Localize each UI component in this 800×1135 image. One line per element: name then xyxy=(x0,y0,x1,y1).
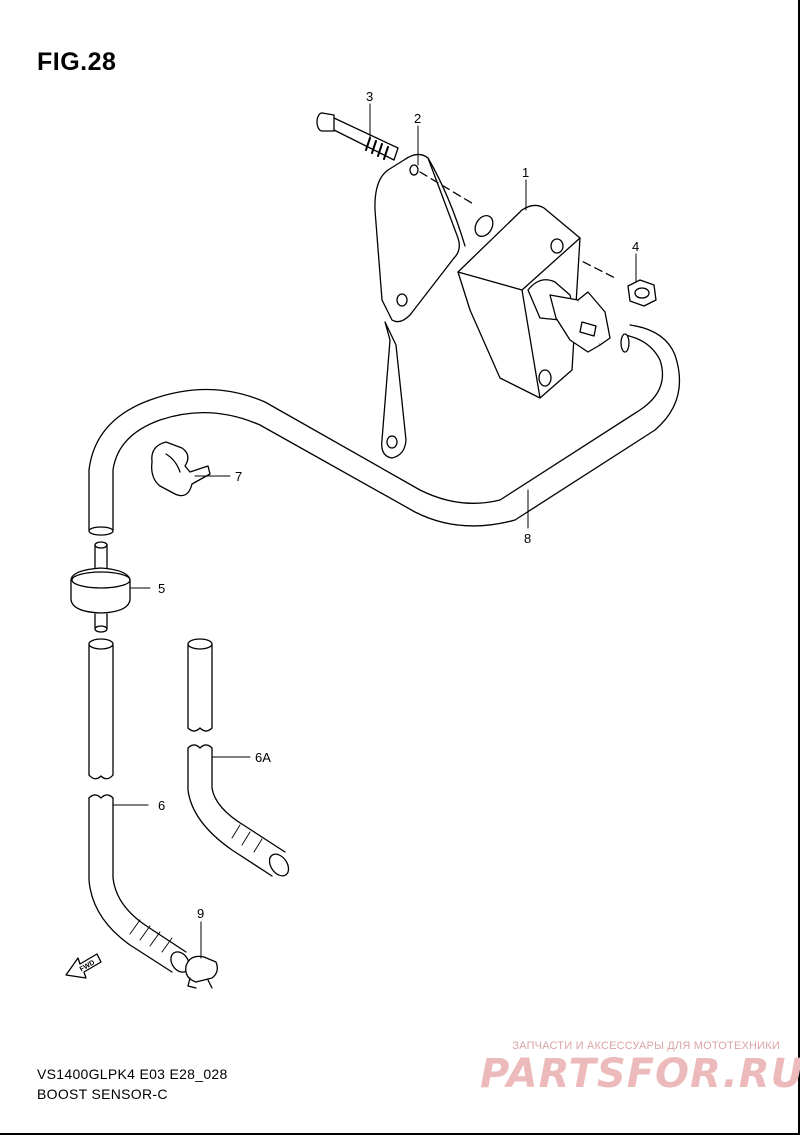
watermark-tagline: ЗАПЧАСТИ И АКСЕССУАРЫ ДЛЯ МОТОТЕХНИКИ xyxy=(512,1040,780,1052)
hose-part-6-bent[interactable] xyxy=(88,794,193,976)
figure-title: FIG.28 xyxy=(37,48,117,76)
fwd-label: FWD xyxy=(79,959,96,973)
assembly-line-nut xyxy=(559,249,616,279)
watermark: ЗАПЧАСТИ И АКСЕССУАРЫ ДЛЯ МОТОТЕХНИКИ PA… xyxy=(480,1040,800,1097)
callout-6a: 6A xyxy=(255,750,271,765)
watermark-logo: PARTSFOR.RU xyxy=(480,1051,800,1097)
callout-7: 8 xyxy=(524,531,531,546)
damper-part-5[interactable] xyxy=(70,541,131,633)
bracket-part-2[interactable] xyxy=(374,153,466,459)
assembly-line xyxy=(419,171,476,206)
callout-5: 5 xyxy=(158,581,165,596)
callout-2: 2 xyxy=(414,111,421,126)
arrow-fwd-icon: FWD xyxy=(65,953,102,979)
hose-part-6a[interactable] xyxy=(187,638,292,879)
callout-4: 4 xyxy=(632,239,639,254)
section-name: BOOST SENSOR-C xyxy=(37,1086,168,1102)
boost-sensor-part-1[interactable] xyxy=(457,204,611,399)
callout-8: 7 xyxy=(235,469,242,484)
clip-part-9[interactable] xyxy=(185,955,218,989)
bolt-part-3[interactable] xyxy=(316,112,399,161)
model-code: VS1400GLPK4 E03 E28_028 xyxy=(37,1066,228,1082)
nut-part-4[interactable] xyxy=(627,279,657,307)
callout-1: 1 xyxy=(522,165,529,180)
callout-6: 6 xyxy=(158,798,165,813)
callout-9: 9 xyxy=(197,906,204,921)
callout-3: 3 xyxy=(366,89,373,104)
clamp-part-8[interactable] xyxy=(151,441,211,497)
callout-labels: 3 2 1 4 7 5 6 6A 8 9 xyxy=(158,89,639,921)
hose-part-7[interactable] xyxy=(88,324,681,536)
hose-part-6-straight[interactable] xyxy=(88,638,114,780)
leader-lines xyxy=(112,103,637,959)
